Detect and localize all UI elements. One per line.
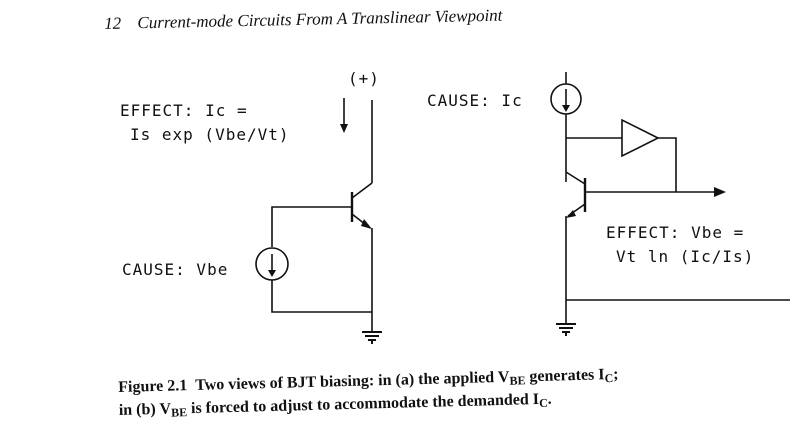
ground-icon-a — [362, 331, 382, 344]
buffer-amplifier — [621, 118, 660, 158]
emitter-arrow-b — [566, 210, 576, 218]
caption-line2-sub2: C — [538, 395, 548, 410]
caption-line2-end: . — [547, 390, 552, 408]
base-wire-a — [271, 206, 352, 247]
output-arrowhead-b — [714, 187, 726, 197]
effect-label-a-line2: Is exp (Vbe/Vt) — [130, 125, 290, 144]
circuit-a — [255, 98, 382, 344]
supply-label-a: (+) — [348, 69, 380, 88]
effect-label-b-line2: Vt ln (Ic/Is) — [616, 247, 755, 266]
circuit-b — [550, 72, 790, 336]
source-b-arrowhead — [562, 105, 570, 112]
source-a-arrowhead — [268, 270, 276, 277]
source-return-a — [271, 280, 372, 313]
caption-figure-label: Figure 2.1 — [118, 377, 188, 396]
effect-label-a-line1: EFFECT: Ic = — [120, 101, 248, 120]
caption-line1-sub1: BE — [509, 373, 526, 388]
cause-label-a: CAUSE: Vbe — [122, 260, 229, 279]
emitter-arrow-a — [361, 219, 372, 229]
caption-line2-start: in (b) V — [118, 400, 172, 419]
current-arrow-a-head — [340, 124, 348, 133]
caption-line1-end: ; — [612, 365, 619, 384]
amp-output-wire — [658, 137, 677, 192]
caption-line2-sub1: BE — [170, 405, 188, 420]
caption-line1-mid: generates I — [525, 366, 605, 386]
effect-label-b-line1: EFFECT: Vbe = — [606, 223, 745, 242]
cause-label-b: CAUSE: Ic — [427, 91, 523, 110]
collector-leg-a — [351, 182, 373, 199]
collector-leg-b — [565, 171, 586, 185]
ground-icon-b — [556, 323, 576, 336]
